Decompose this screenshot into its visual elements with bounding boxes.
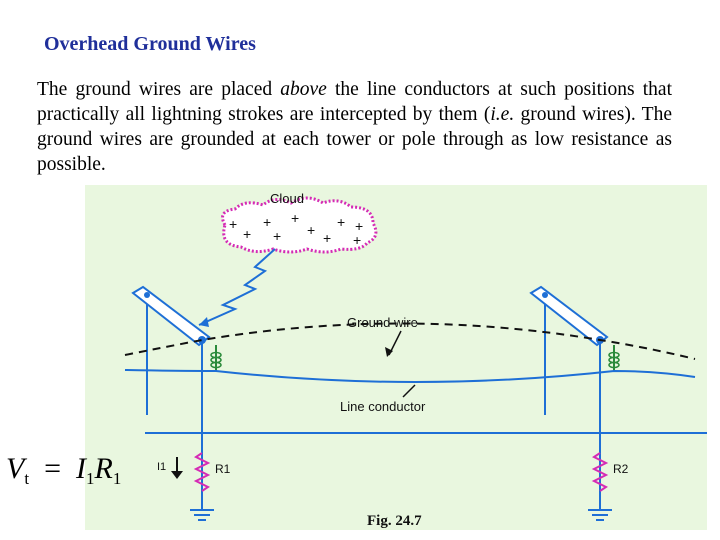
ground-wire <box>124 322 696 360</box>
charge-plus: + <box>353 232 361 248</box>
eq-equals: = <box>44 452 61 485</box>
para-emphasis: above <box>280 79 327 100</box>
cloud-label: Cloud <box>270 191 304 206</box>
eq-v-sub: t <box>24 469 30 488</box>
ground-wire-label: Ground wire <box>347 315 418 330</box>
current-arrow-head <box>171 471 183 479</box>
left-tower-top <box>198 336 206 344</box>
line-conductor <box>124 369 696 383</box>
charge-plus: + <box>291 210 299 226</box>
resistor2-label: R2 <box>613 462 629 476</box>
charge-plus: + <box>355 218 363 234</box>
charge-plus: + <box>323 230 331 246</box>
current-label: I1 <box>157 461 166 473</box>
figure-caption: Fig. 24.7 <box>367 513 422 529</box>
right-resistor <box>591 452 609 492</box>
para-text-1: The ground wires are placed <box>37 79 281 100</box>
voltage-equation: Vt = I1R1 <box>6 452 121 489</box>
left-crossarm <box>131 285 211 347</box>
left-ground-symbol <box>190 509 214 521</box>
charge-plus: + <box>337 214 345 230</box>
eq-r-sub: 1 <box>112 469 122 488</box>
charge-plus: + <box>229 216 237 232</box>
right-crossarm <box>529 285 609 347</box>
left-ground-wire-clamp <box>144 292 150 298</box>
line-conductor-pointer <box>402 384 416 398</box>
para-text-2: the line conductors at such positions th… <box>37 79 672 125</box>
eq-i: I <box>75 452 86 485</box>
lightning-ground-wire-figure: Cloud + + + + + + + + + + <box>85 185 707 530</box>
left-insulator-disc <box>210 361 222 369</box>
line-conductor-label: Line conductor <box>340 399 426 414</box>
right-ground-wire-clamp <box>542 292 548 298</box>
left-resistor <box>193 452 211 492</box>
cloud-shape <box>221 196 378 254</box>
para-text-3: ground wires). The ground wires are grou… <box>37 104 672 175</box>
resistor1-label: R1 <box>215 462 231 476</box>
eq-i-sub: 1 <box>85 469 95 488</box>
para-ie: i.e. <box>490 104 515 125</box>
charge-plus: + <box>243 226 251 242</box>
lightning-arrow <box>199 317 209 327</box>
charge-plus: + <box>263 214 271 230</box>
right-ground-symbol <box>588 509 612 521</box>
charge-plus: + <box>307 222 315 238</box>
slide-title: Overhead Ground Wires <box>44 33 256 55</box>
eq-v: V <box>6 452 25 485</box>
charge-plus: + <box>273 228 281 244</box>
right-insulator-disc <box>608 361 620 369</box>
slide-paragraph: The ground wires are placed above the li… <box>37 77 672 177</box>
lightning-bolt <box>198 248 276 326</box>
ground-wire-pointer-arrow <box>385 347 393 357</box>
figure-drawing: Cloud + + + + + + + + + + <box>124 191 707 529</box>
eq-r: R <box>94 452 113 485</box>
